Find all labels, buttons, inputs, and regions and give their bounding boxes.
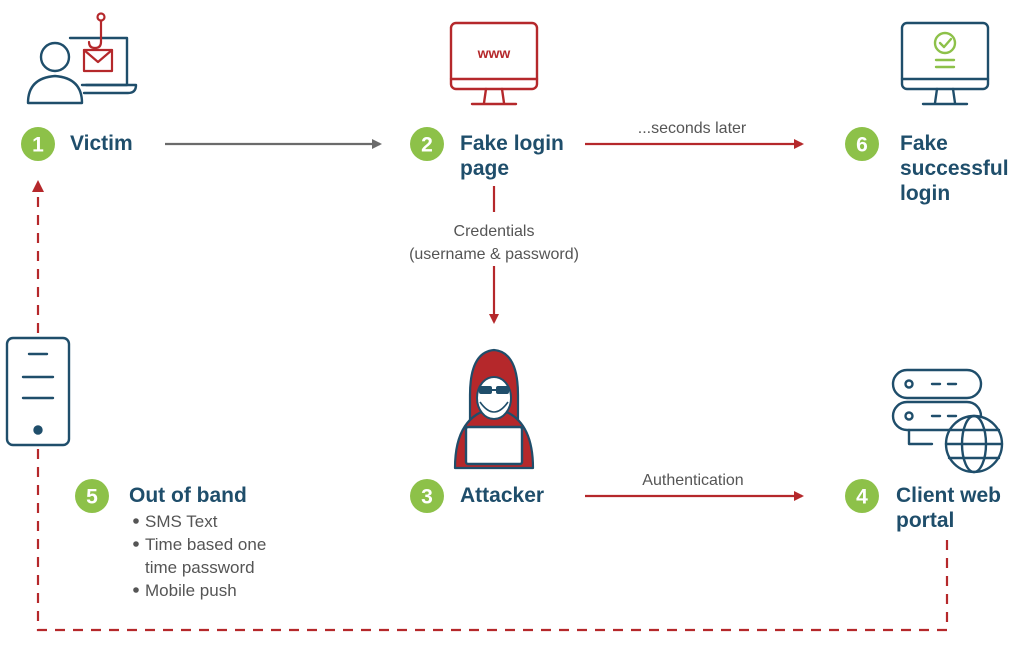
bullet-dot [133, 518, 139, 524]
victim-label: Victim [70, 132, 133, 155]
out-of-band-label: Out of band [129, 484, 247, 507]
fake-success-label-line1: Fake [900, 132, 948, 155]
fake-success-label-line3: login [900, 182, 950, 205]
www-monitor-icon [449, 21, 539, 106]
attacker-label: Attacker [460, 484, 544, 507]
step-4-badge [845, 479, 879, 513]
step-3-badge [410, 479, 444, 513]
seconds-later-label: ...seconds later [638, 120, 747, 137]
fake-login-label-line2: page [460, 157, 509, 180]
bullet-sms-text: SMS Text [145, 512, 218, 531]
bullet-dot [133, 541, 139, 547]
bullet-totp-line1: Time based one [145, 535, 266, 554]
step-2-badge [410, 127, 444, 161]
hooded-hacker-icon [453, 348, 535, 470]
bullet-totp-line2: time password [145, 558, 255, 577]
credentials-label-line1: Credentials [454, 223, 535, 240]
www-monitor-text: www [477, 45, 511, 61]
victim-icon [26, 36, 138, 105]
success-check-icon [933, 31, 957, 69]
bullet-dot [133, 587, 139, 593]
bullet-mobile-push: Mobile push [145, 581, 237, 600]
step-3-number: 3 [421, 486, 433, 509]
step-5-badge [75, 479, 109, 513]
server-globe-icon [891, 368, 1004, 474]
portal-label-line2: portal [896, 509, 954, 532]
authentication-label: Authentication [642, 472, 743, 489]
step-2-number: 2 [421, 134, 433, 157]
step-5-number: 5 [86, 486, 98, 509]
phishing-hook-envelope-icon [82, 12, 114, 73]
victim-dashed-arrowhead [32, 180, 44, 192]
step-1-number: 1 [32, 134, 44, 157]
check-monitor-icon [900, 21, 990, 106]
out-of-band-dashed-loop [36, 188, 949, 632]
credentials-label-line2: (username & password) [409, 246, 579, 263]
mobile-phone-icon [5, 336, 71, 447]
step-6-number: 6 [856, 134, 868, 157]
fake-success-label-line2: successful [900, 157, 1009, 180]
step-1-badge [21, 127, 55, 161]
fake-login-label-line1: Fake login [460, 132, 564, 155]
step-6-badge [845, 127, 879, 161]
step-4-number: 4 [856, 486, 868, 509]
portal-label-line1: Client web [896, 484, 1001, 507]
